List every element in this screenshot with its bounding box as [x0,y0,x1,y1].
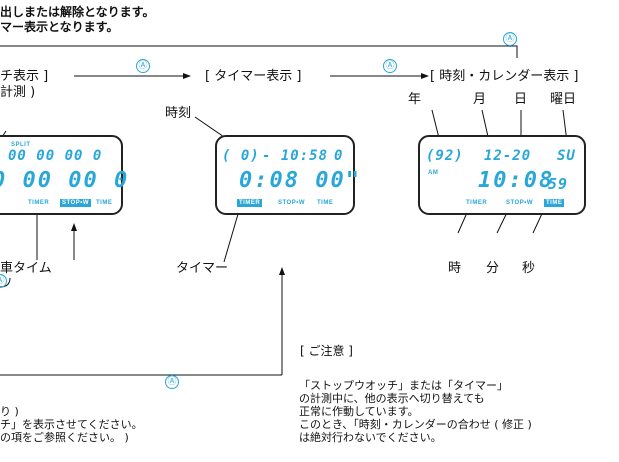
caution-line-1: 「ストップウオッチ」または「タイマー」 [299,379,508,392]
lcd2-top-left: ( 0) [222,148,260,164]
mode-clock-calendar-label: [ 時刻・カレンダー表示 ] [430,69,579,84]
lcd1-foot-stopw: STOP•W [60,199,91,207]
label-lap-time: 車タイム [0,261,52,276]
header-line-1: 出しまたは解除となります。 [0,5,155,19]
label-month: 月 [473,92,487,107]
lcd1-foot-timer: TIMER [28,200,50,206]
lcd3-foot-timer: TIMER [466,200,488,206]
label-weekday: 曜日 [550,92,577,107]
label-day: 日 [514,92,528,107]
lcd1-foot-time: TIME [96,200,113,206]
mode-stopwatch-label: チ表示 ] [0,69,49,84]
button-a-icon-bottom: Ⓐ [165,375,179,389]
header-line-2: マー表示となります。 [0,20,119,34]
button-a-icon-arrow-1: Ⓐ [136,59,150,73]
lcd-clock-calendar: (92) 12-20 SU AM 10:08 59 TIMER STOP•W T… [418,135,586,215]
lcd3-year: (92) [426,148,464,164]
mode-measure-label: 計測 ) [0,85,36,100]
caution-line-5: は絶対行わないでください。 [299,431,442,444]
split-indicator: SPLIT [11,142,31,148]
label-second: 秒 [522,261,536,276]
footer-line-2: チ」を表示させてください。 [0,418,143,431]
lcd3-am-indicator: AM [428,170,439,176]
caution-line-3: 正常に作動しています。 [299,405,419,418]
button-a-icon-top: Ⓐ [503,32,517,46]
lcd2-foot-timer: TIMER [237,199,263,207]
lcd1-main-digits: 0 00 00 0 [0,168,130,193]
label-time: 時刻 [165,106,192,121]
caution-line-2: の計測中に、他の表示へ切り替えても [299,392,485,405]
lcd2-foot-time: TIME [317,200,334,206]
label-timer: タイマー [176,261,229,276]
lcd2-main-digits: 0:08 00" [239,168,361,193]
footer-line-3: の項をご参照ください。 ) [0,431,129,444]
lcd3-main-time: 10:08 [478,168,555,193]
footer-line-1: り ) [0,405,19,418]
lcd3-month-day: 12-20 [484,148,532,164]
caution-title: [ ご注意 ] [300,344,353,358]
lcd-stopwatch: SPLIT 00 00 00 0 0 00 00 0 TIMER STOP•W … [0,135,127,215]
button-a-icon-arrow-2: Ⓐ [383,59,397,73]
lcd2-top-mid: - 10:58 [262,148,329,164]
lcd-timer: ( 0) - 10:58 0 0:08 00" TIMER STOP•W TIM… [215,135,359,215]
label-hour: 時 [448,261,462,276]
lcd3-seconds: 59 [548,175,569,193]
lcd2-foot-stopw: STOP•W [278,200,305,206]
label-year: 年 [408,92,422,107]
label-minute: 分 [486,261,500,276]
lcd3-foot-time: TIME [544,199,565,207]
lcd3-foot-stopw: STOP•W [506,200,533,206]
lcd1-top-digits: 00 00 00 0 [8,148,103,164]
lcd2-top-right: 0 [334,148,344,164]
caution-line-4: このとき、「時刻・カレンダーの合わせ ( 修正 ) [299,418,532,431]
lcd3-weekday: SU [557,148,576,164]
mode-timer-label: [ タイマー表示 ] [205,69,302,84]
